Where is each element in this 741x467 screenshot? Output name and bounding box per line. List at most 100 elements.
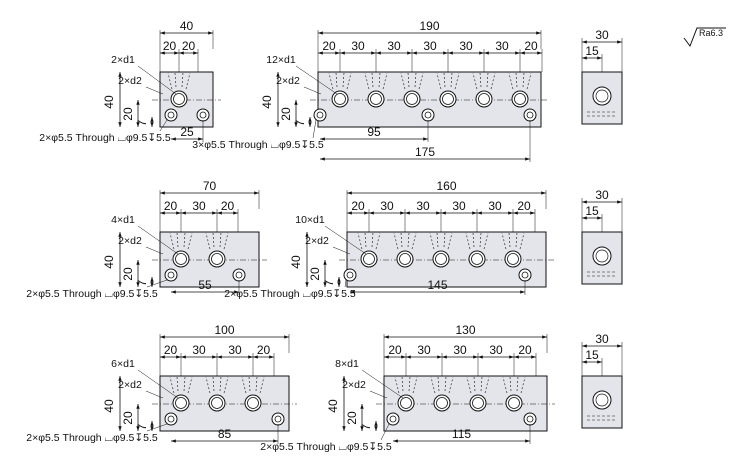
leader-line [146,423,168,432]
pitch-value: 30 [488,199,502,213]
overall-width-value: 160 [436,179,456,193]
port-thread [363,253,375,265]
counterbore [343,268,357,282]
overall-width-value: 100 [214,323,234,337]
pitch-value: 30 [380,199,394,213]
mount-height-value: 7 [135,279,149,286]
port-thread [400,397,412,409]
through-hole [199,111,207,119]
counterbore [164,108,178,122]
counterbore [523,108,537,122]
side-port [592,246,612,266]
leader-line [145,86,164,95]
pitch-value: 30 [192,343,206,357]
port-d1 [508,72,532,108]
side-port [592,86,612,106]
port-d1 [400,72,424,108]
d2-label: 2×d2 [118,75,142,87]
through-hole [167,415,175,423]
d1-label: 4×d1 [111,214,135,226]
pitch-value: 20 [388,343,402,357]
port-hidden-lines [466,376,490,394]
port-d1 [430,376,454,412]
mounting-hole [164,268,178,282]
pitch-value: 20 [518,343,532,357]
side-hidden-lines [587,111,617,117]
port-d1 [169,376,193,412]
mounting-hole [313,108,327,122]
port-hidden-lines [501,232,525,250]
pitch-value: 30 [416,199,430,213]
side-width-value: 30 [595,28,609,42]
leader-line [146,279,168,288]
port-d1 [502,376,526,412]
through-hole [235,271,243,279]
port-thread [211,397,223,409]
port-hidden-lines [357,232,381,250]
pitch-value: 30 [459,39,473,53]
through-hole [274,415,282,423]
through-hole [521,271,529,279]
port-hidden-lines [205,232,229,250]
side-port-thread [595,393,609,407]
mount-height-value: 7 [293,119,307,126]
side-width-value: 30 [595,188,609,202]
mount-height-value: 7 [322,279,336,286]
port-d1 [241,376,265,412]
port-thread [247,397,259,409]
through-hole [167,111,175,119]
counterbore [386,412,400,426]
port-thread [406,93,418,105]
pitch-value: 30 [387,39,401,53]
mounting-hole [523,108,537,122]
mounting-hole [164,108,178,122]
mounting-hole [518,268,532,282]
pitch-value: 20 [164,343,178,357]
height-value: 40 [102,399,116,413]
counterbore [164,412,178,426]
pitch-value: 20 [164,199,178,213]
through-hole [389,415,397,423]
side-width-value: 30 [595,332,609,346]
port-hidden-lines [394,376,418,394]
port-d1 [167,72,191,108]
port-thread [334,93,346,105]
side-port-thread [595,249,609,263]
mount-height-value: 7 [135,423,149,430]
overall-width-value: 190 [419,19,439,33]
mounting-hole-label: 2×φ5.5 Through ⌴φ9.5↧5.5 [224,288,356,300]
d1-label: 2×d1 [111,54,135,66]
height-value: 40 [102,95,116,109]
port-thread [435,253,447,265]
side-half-value: 15 [585,44,599,58]
port-d1 [436,72,460,108]
port-hidden-lines [465,232,489,250]
mounting-hole-label: 3×φ5.5 Through ⌴φ9.5↧5.5 [192,139,324,151]
port-thread [175,253,187,265]
port-d1 [472,72,496,108]
d2-label: 2×d2 [342,379,366,391]
pitch-value: 30 [452,199,466,213]
counterbore [196,108,210,122]
pitch-value: 30 [351,39,365,53]
pitch-value: 30 [417,343,431,357]
pitch-value: 30 [423,39,437,53]
port-thread [508,397,520,409]
roughness-label: Ra6.3 [699,28,723,38]
mounting-hole-label: 2×φ5.5 Through ⌴φ9.5↧5.5 [260,441,392,453]
mount-height-value: 7 [135,119,149,126]
port-hidden-lines [364,72,388,90]
pitch-value: 20 [517,199,531,213]
mount-pitch-value-2: 175 [415,145,435,159]
through-hole [424,111,432,119]
port-thread [370,93,382,105]
port-thread [442,93,454,105]
leader-line [361,369,404,399]
overall-width-value: 130 [455,323,475,337]
